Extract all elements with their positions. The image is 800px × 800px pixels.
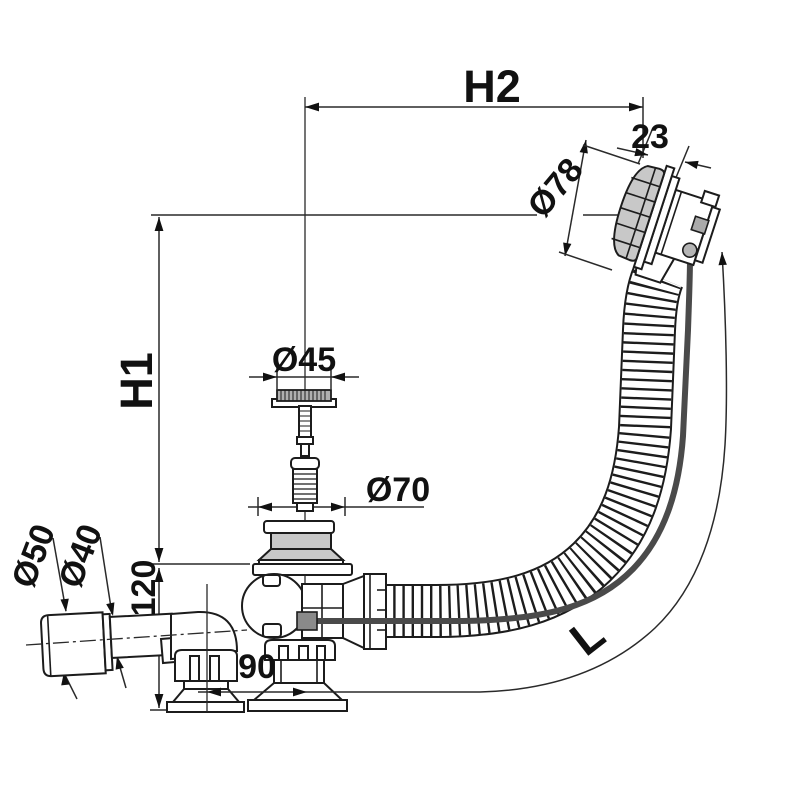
spring-cap (290, 457, 320, 470)
cable-end-fitting (296, 611, 318, 631)
siphon-body (241, 573, 387, 712)
pipe-centerline (25, 629, 248, 646)
spring-seat (296, 502, 314, 512)
plug-disc (276, 389, 332, 402)
dim-label-d45: Ø45 (272, 341, 336, 379)
corrugated-hose (384, 266, 684, 638)
flange-flare (256, 548, 346, 561)
dim-label-120: 120 (125, 560, 163, 617)
dim-label-h1: H1 (111, 352, 162, 410)
elbow-locknut-slot (209, 655, 220, 682)
drain-plug-assembly (271, 389, 337, 512)
locknut-slot (316, 645, 326, 661)
cap-pin (699, 189, 721, 209)
dimension-labels: H2 H1 23 Ø78 Ø45 Ø70 Ø50 Ø40 120 90 L (4, 61, 668, 686)
cable-connector (681, 242, 698, 258)
control-cable (296, 257, 693, 631)
clip-top (262, 574, 281, 587)
pipe-50 (40, 611, 107, 678)
elbow-base-plate (166, 701, 245, 713)
elbow-locknut-slot (189, 655, 200, 682)
overflow-cap (611, 164, 722, 284)
locknut-slot (278, 645, 289, 661)
dim-label-L: L (560, 607, 614, 665)
dim-label-d40: Ø40 (51, 519, 110, 593)
length-dimension (198, 251, 728, 697)
locknut-slot (298, 645, 309, 661)
dimension-lines (52, 97, 712, 712)
dim-label-h2: H2 (463, 61, 521, 112)
elbow-locknut (174, 649, 238, 682)
drain-flange (252, 520, 353, 576)
stem-collar (296, 436, 314, 445)
flange-top-plate (263, 520, 335, 534)
dim-label-d78: Ø78 (520, 151, 590, 225)
elbow-base-cylinder (183, 680, 229, 690)
bath-bottom-plate (252, 563, 353, 576)
elbow-base-flare (170, 688, 242, 703)
base-plate (247, 699, 348, 712)
dim-label-d70: Ø70 (366, 471, 430, 509)
clip-bottom (262, 623, 282, 638)
hose-ribs (384, 267, 682, 636)
stem-rod (300, 443, 310, 457)
dim-label-90: 90 (238, 648, 276, 686)
dim-label-d50: Ø50 (4, 519, 63, 593)
outlet-elbow-assembly (25, 584, 248, 713)
flange-drum (270, 532, 332, 550)
dim-label-23: 23 (631, 118, 669, 156)
outlet-cone (342, 574, 365, 650)
hose-nut (363, 573, 387, 650)
